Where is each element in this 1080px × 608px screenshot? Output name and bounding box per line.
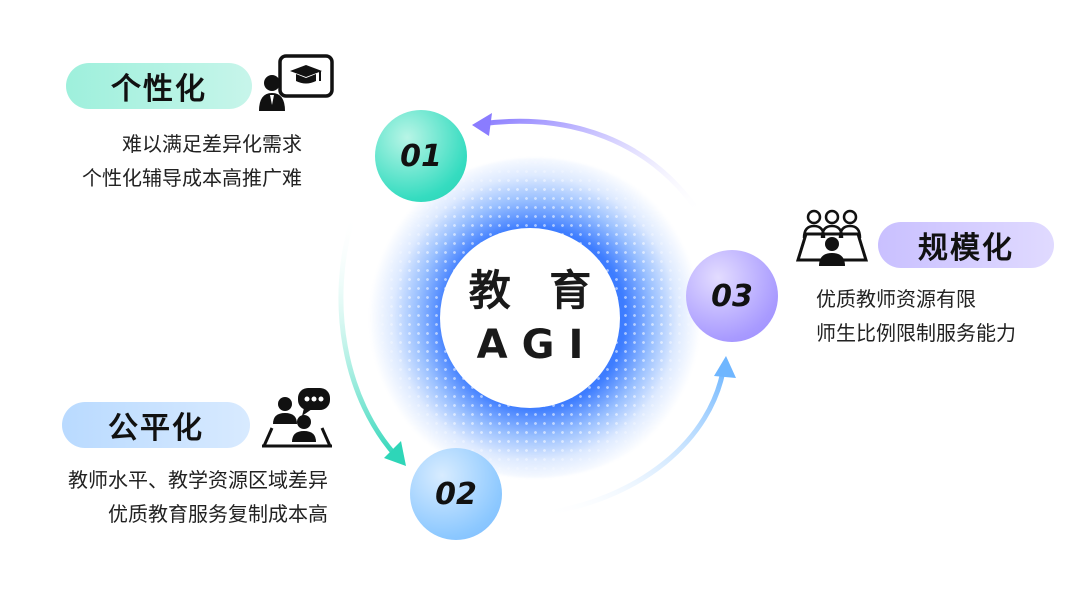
desc-line: 优质教育服务复制成本高 bbox=[108, 502, 328, 526]
arrowhead-01 bbox=[472, 113, 492, 136]
node-number-03: 03 bbox=[686, 250, 778, 342]
node-title-personalized: 个性化 bbox=[66, 63, 252, 109]
node-number-01: 01 bbox=[375, 110, 467, 202]
node-desc-fairness: 教师水平、教学资源区域差异 优质教育服务复制成本高 bbox=[36, 463, 328, 531]
node-title-scale: 规模化 bbox=[878, 222, 1054, 268]
center-core: 教 育 AGI bbox=[440, 228, 620, 408]
node-desc-personalized: 难以满足差异化需求 个性化辅导成本高推广难 bbox=[58, 127, 302, 195]
arrowhead-03 bbox=[714, 356, 736, 378]
desc-line: 师生比例限制服务能力 bbox=[816, 321, 1016, 345]
node-title-fairness: 公平化 bbox=[62, 402, 250, 448]
arc-01-to-02 bbox=[338, 211, 401, 461]
arc-03-to-01 bbox=[477, 118, 703, 217]
discussion-people-icon bbox=[262, 388, 332, 448]
graduation-presenter-icon bbox=[259, 54, 334, 111]
desc-line: 教师水平、教学资源区域差异 bbox=[68, 468, 328, 492]
desc-line: 个性化辅导成本高推广难 bbox=[82, 166, 302, 190]
center-title-line2: AGI bbox=[476, 322, 598, 368]
node-desc-scale: 优质教师资源有限 师生比例限制服务能力 bbox=[816, 282, 1056, 350]
arrowhead-02 bbox=[384, 441, 406, 466]
arc-02-to-03 bbox=[537, 363, 727, 517]
classroom-group-icon bbox=[795, 209, 869, 266]
center-title-line1: 教 育 bbox=[468, 266, 604, 315]
desc-line: 优质教师资源有限 bbox=[816, 287, 976, 311]
desc-line: 难以满足差异化需求 bbox=[122, 132, 302, 156]
node-number-02: 02 bbox=[410, 448, 502, 540]
